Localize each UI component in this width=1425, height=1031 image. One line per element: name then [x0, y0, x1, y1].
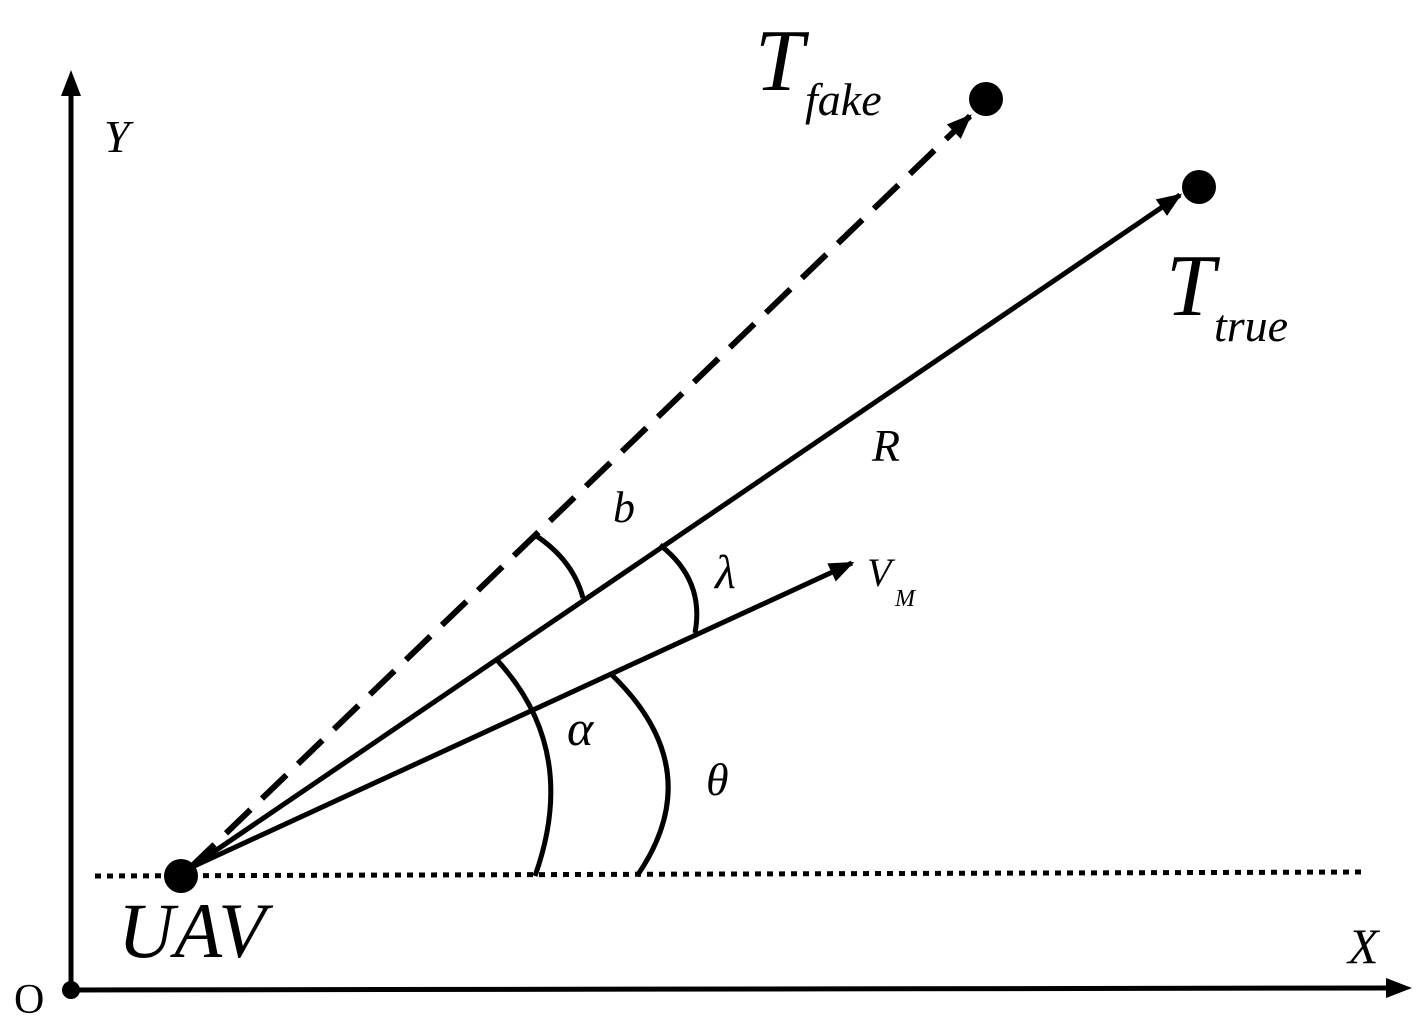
- x-axis-arrowhead: [1386, 978, 1412, 998]
- angle-arc-theta: [610, 673, 671, 878]
- velocity-vector: [188, 560, 855, 871]
- horizontal-reference-line: [94, 869, 1366, 879]
- fake-target-label: T fake: [755, 13, 882, 125]
- fake-target-label-main: T: [755, 13, 810, 110]
- angle-arc-lambda: [658, 543, 700, 634]
- angle-arc-b: [533, 532, 586, 599]
- true-target-label: T true: [1166, 238, 1288, 351]
- true-target-sightline: [188, 192, 1183, 871]
- uav-label: UAV: [118, 887, 274, 974]
- fake-target-sightline: [187, 113, 973, 871]
- velocity-label-sub: M: [894, 586, 917, 612]
- x-axis-line: [70, 985, 1393, 993]
- true-target-dot: [1182, 170, 1216, 204]
- true-target-label-sub: true: [1214, 300, 1288, 351]
- fake-target-label-sub: fake: [805, 74, 882, 125]
- velocity-label-main: V: [867, 550, 896, 595]
- true-target-label-main: T: [1166, 238, 1221, 335]
- uav-dot: [164, 859, 198, 893]
- angle-label-lambda: λ: [713, 546, 736, 599]
- origin-dot: [62, 981, 80, 999]
- fake-target-dot: [969, 82, 1003, 116]
- angle-label-alpha: α: [567, 700, 595, 756]
- angle-label-b: b: [613, 483, 635, 532]
- y-axis-arrowhead: [61, 70, 81, 96]
- y-axis-label: Y: [104, 111, 134, 162]
- range-label: R: [871, 420, 900, 471]
- angle-arc-alpha: [495, 658, 554, 877]
- velocity-label: V M: [867, 550, 917, 612]
- x-axis-label: X: [1346, 918, 1381, 974]
- angle-label-theta: θ: [706, 754, 729, 805]
- origin-label: O: [14, 977, 44, 1023]
